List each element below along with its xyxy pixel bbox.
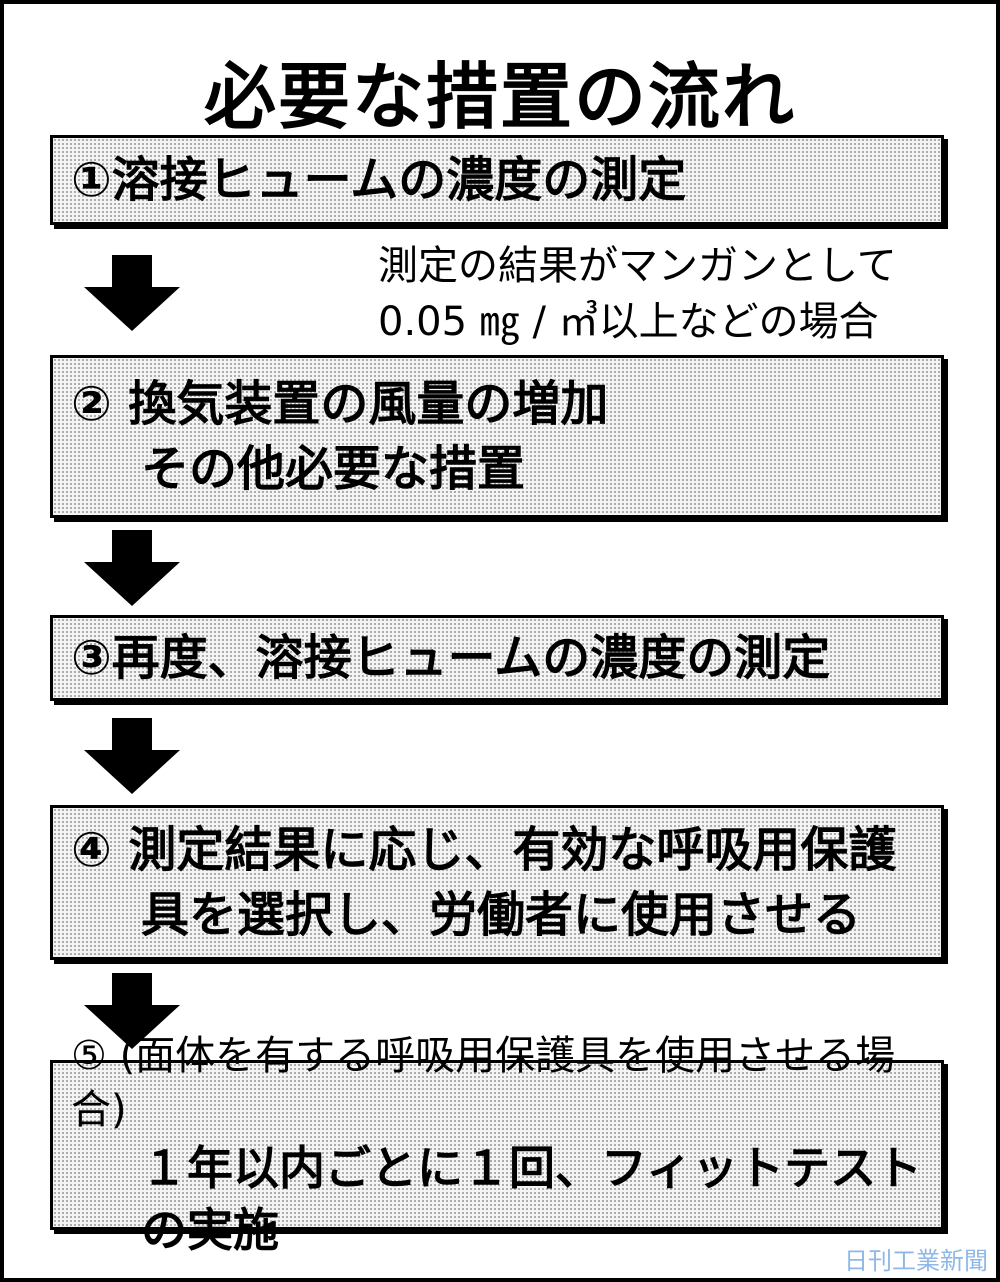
step-4-line1: ④ 測定結果に応じ、有効な呼吸用保護 bbox=[71, 821, 897, 878]
down-arrow-icon bbox=[84, 973, 180, 1049]
step-2-line2: その他必要な措置 bbox=[141, 440, 526, 497]
step-5-line1: ⑤ (面体を有する呼吸用保護具を使用させる場合) bbox=[71, 1032, 896, 1133]
diagram-title: 必要な措置の流れ bbox=[203, 55, 796, 139]
down-arrow-icon bbox=[84, 255, 180, 331]
step-3-text: ③再度、溶接ヒュームの濃度の測定 bbox=[71, 629, 831, 686]
down-arrow-icon bbox=[84, 530, 180, 606]
step-1-text: ①溶接ヒュームの濃度の測定 bbox=[71, 151, 687, 208]
down-arrow-icon bbox=[84, 718, 180, 794]
step-2-line1: ② 換気装置の風量の増加 bbox=[71, 375, 609, 432]
condition-note-line1: 測定の結果がマンガンとして bbox=[378, 243, 897, 289]
step-4-line2: 具を選択し、労働者に使用させる bbox=[141, 886, 862, 943]
step-5-line2: １年以内ごとに１回、フィットテストの実施 bbox=[141, 1140, 923, 1257]
step-4-box: ④ 測定結果に応じ、有効な呼吸用保護 具を選択し、労働者に使用させる bbox=[50, 805, 944, 960]
step-3-box: ③再度、溶接ヒュームの濃度の測定 bbox=[50, 615, 944, 701]
condition-note: 測定の結果がマンガンとして 0.05 ㎎ / ㎥以上などの場合 bbox=[378, 238, 897, 350]
step-2-box: ② 換気装置の風量の増加 その他必要な措置 bbox=[50, 355, 944, 518]
watermark: 日刊工業新聞 bbox=[844, 1247, 988, 1275]
step-1-box: ①溶接ヒュームの濃度の測定 bbox=[50, 135, 944, 225]
step-5-box: ⑤ (面体を有する呼吸用保護具を使用させる場合) １年以内ごとに１回、フィットテ… bbox=[50, 1033, 944, 1257]
condition-note-line2: 0.05 ㎎ / ㎥以上などの場合 bbox=[378, 299, 879, 345]
